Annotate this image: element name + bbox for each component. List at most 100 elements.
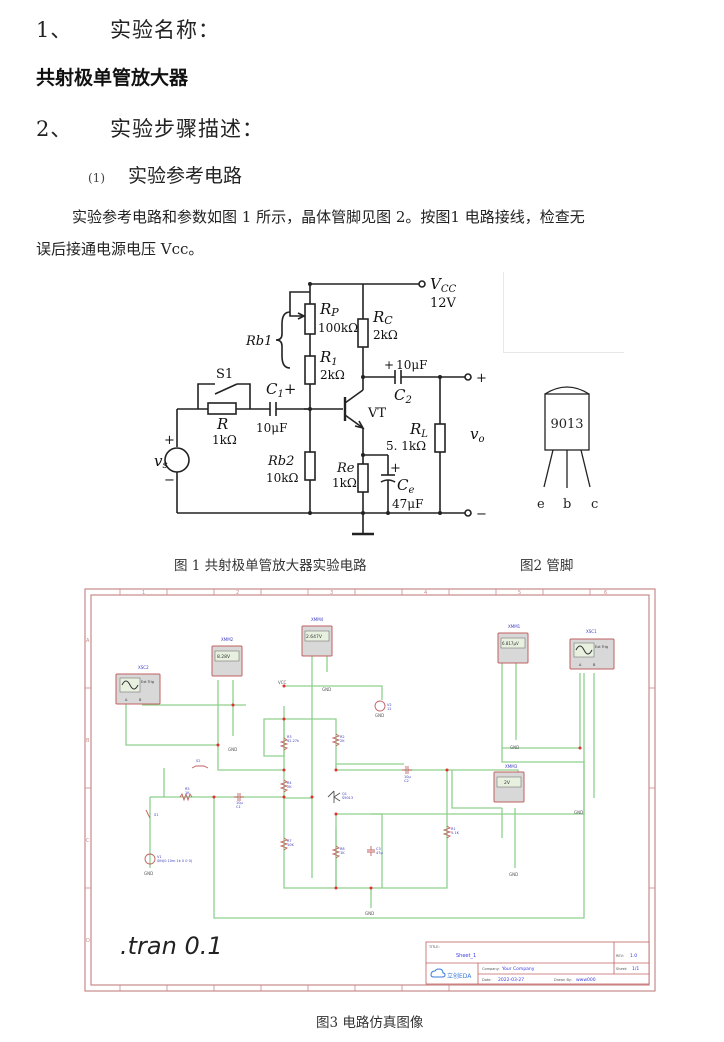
section-2-number: 2、 [36, 117, 73, 141]
transistor-label: 9013 [550, 417, 583, 432]
c1-capacitor-sim [234, 793, 244, 801]
output-plus-label: + [476, 371, 487, 386]
border-letter-c: C [86, 838, 90, 844]
output-minus-terminal [464, 509, 472, 517]
pin-e [543, 449, 554, 488]
svg-text:B: B [593, 663, 596, 667]
r1-label: R [319, 348, 331, 366]
vt-label: VT [367, 406, 386, 421]
svg-text:R1: R1 [319, 348, 338, 368]
r2-resistor [331, 733, 341, 747]
multimeter-xmm3[interactable]: XMM3 2V [493, 764, 525, 803]
svg-text:R3: R3 [287, 735, 292, 739]
rp-value: 100kΩ [318, 321, 358, 335]
subsection-1-title: 实验参考电路 [128, 165, 243, 187]
multimeter-xmm1[interactable]: XMM1 6.817μV [497, 624, 529, 664]
svg-text:XMM2: XMM2 [221, 637, 234, 642]
figure-1-circuit-diagram: VCC 12V RP 100kΩ Rb1 R1 2kΩ RC 2kΩ +10μF… [154, 275, 487, 536]
svg-text:R8: R8 [340, 847, 345, 851]
rl-resistor-sim [442, 825, 452, 839]
re-label: Re [336, 461, 355, 476]
svg-text:42.27k: 42.27k [287, 739, 300, 743]
vcc-label: V [430, 275, 443, 293]
c2-label: C [394, 386, 406, 404]
svg-text:TITLE:: TITLE: [428, 945, 440, 949]
pin-label-c: c [591, 497, 598, 512]
ce-value: 47μF [392, 497, 423, 511]
r-resistor [207, 402, 237, 415]
svg-text:XMM1: XMM1 [508, 624, 521, 629]
r3-potentiometer [279, 737, 289, 751]
svg-text:RP: RP [319, 300, 339, 319]
svg-text:A: A [125, 698, 128, 702]
xmm4-reading: 2.647V [306, 634, 323, 640]
section-2-heading: 2、实验步骤描述： [36, 113, 264, 143]
gnd-label: GND [509, 872, 518, 877]
drawn-value: www000 [576, 977, 596, 983]
border-num-6: 6 [604, 590, 607, 596]
svg-text:A: A [579, 663, 582, 667]
svg-text:C1: C1 [236, 805, 241, 809]
vcc-symbol-label: VCC [278, 680, 287, 685]
rl-label: R [409, 420, 421, 438]
gnd-label: GND [322, 687, 331, 692]
output-minus-label: − [476, 507, 487, 522]
s1-switch-blade [214, 383, 238, 395]
q1-transistor [327, 790, 341, 803]
multimeter-xmm2[interactable]: XMM2 8.28V [211, 637, 243, 677]
svg-text:S2: S2 [196, 759, 200, 763]
svg-text:R4: R4 [287, 781, 292, 785]
figure-3-caption: 图3 电路仿真图像 [316, 1015, 424, 1031]
svg-text:47μ: 47μ [376, 851, 383, 855]
output-plus-terminal [464, 373, 472, 381]
svg-text:1K: 1K [185, 791, 190, 795]
experiment-name: 共射极单管放大器 [36, 67, 189, 89]
multimeter-xmm4[interactable]: XMM4 2.647V [301, 617, 333, 657]
gnd-label: GND [228, 747, 237, 752]
svg-text:12: 12 [387, 707, 391, 711]
title-block: TITLE: Sheet_1 REV: 1.0 Company: Your Co… [425, 941, 650, 985]
svg-text:R7: R7 [287, 839, 292, 843]
figure-3-simulation-schematic: 1 2 3 4 5 6 A B C D [84, 588, 656, 992]
s1-switch-sim [145, 809, 151, 819]
xsc1-sine-icon [575, 645, 593, 655]
c2-capacitor-sim [402, 766, 412, 774]
gnd-label: GND [510, 745, 519, 750]
oscilloscope-xsc2[interactable]: XSC2 Ext Trig A B [115, 665, 161, 705]
rp-label: R [319, 300, 331, 318]
svg-text:R2: R2 [340, 735, 345, 739]
r1-value: 2kΩ [320, 368, 345, 382]
title-value: Sheet_1 [456, 953, 476, 959]
subsection-1-number: (1) [88, 171, 105, 185]
vs-plus: + [164, 433, 175, 448]
border-letter-b: B [86, 738, 90, 744]
r-label: R [216, 415, 228, 433]
rl-value: 5. 1kΩ [386, 439, 426, 453]
gnd-label: GND [365, 911, 374, 916]
svg-text:2K: 2K [287, 785, 292, 789]
rp-wiper-wire [289, 291, 310, 317]
svg-text:XMM4: XMM4 [311, 617, 324, 622]
svg-text:Ce: Ce [397, 476, 414, 496]
svg-text:vo: vo [470, 425, 485, 445]
oscilloscope-xsc1[interactable]: XSC1 Ext Trig A B [569, 629, 615, 670]
paragraph-line-2: 误后接通电源电压 Vcc。 [36, 240, 204, 258]
svg-text:2K: 2K [340, 739, 345, 743]
svg-text:10μ: 10μ [404, 775, 411, 779]
rb1-brace [275, 311, 291, 369]
r-value: 1kΩ [212, 433, 237, 447]
r1-resistor [304, 355, 316, 385]
easyeda-logo-icon [430, 968, 446, 978]
rc-resistor [357, 318, 369, 348]
rev-value: 1.0 [630, 953, 637, 959]
gnd-label: GND [574, 810, 583, 815]
tran-directive: .tran 0.1 [120, 932, 223, 960]
rc-value: 2kΩ [373, 328, 398, 342]
s1-label: S1 [216, 367, 233, 382]
svg-text:C1+: C1+ [266, 380, 296, 400]
figure-2-caption: 图2 管脚 [520, 558, 574, 574]
r4-resistor [279, 779, 289, 793]
blank-box [503, 272, 624, 353]
c3-capacitor-sim [367, 846, 375, 856]
xsc2-name: XSC2 [138, 665, 149, 670]
